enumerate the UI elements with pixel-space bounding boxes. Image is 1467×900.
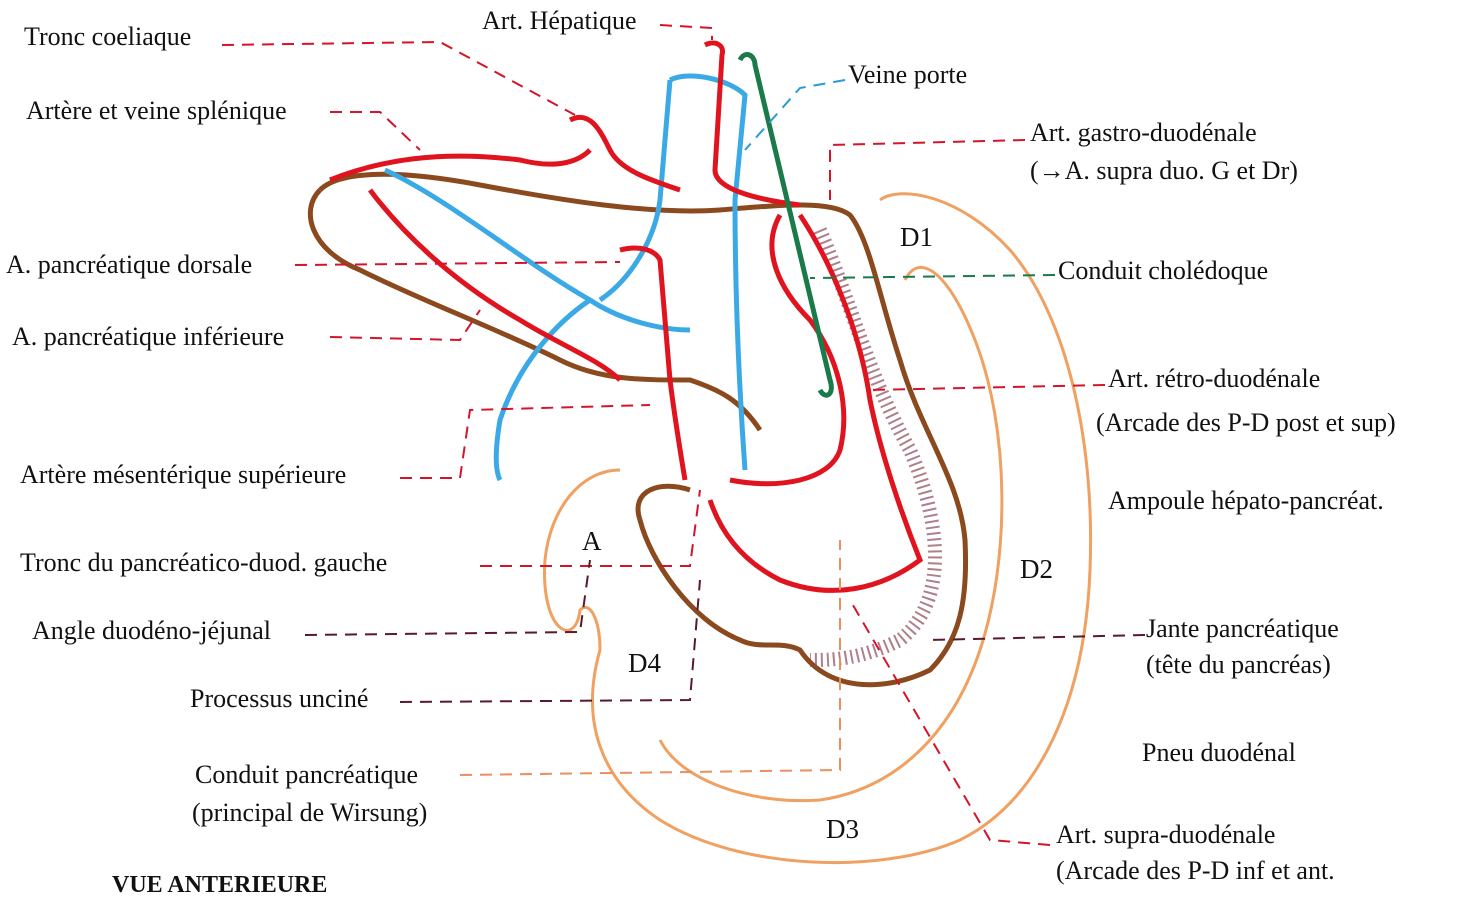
segment-d1: D1 bbox=[900, 222, 933, 253]
leader-art-hepatique bbox=[660, 25, 712, 40]
label-a-pancreatique-inferieure: A. pancréatique inférieure bbox=[12, 322, 284, 352]
hepatic-artery bbox=[705, 43, 800, 205]
label-art-supra-duodenale: Art. supra-duodénale bbox=[1056, 820, 1275, 850]
label-art-retro-duodenale-note: (Arcade des P-D post et sup) bbox=[1096, 408, 1396, 438]
leader-choledoque bbox=[810, 275, 1055, 278]
label-a-pancreatique-dorsale: A. pancréatique dorsale bbox=[6, 250, 252, 280]
label-conduit-pancreatique: Conduit pancréatique bbox=[195, 760, 418, 790]
label-processus-uncine: Processus unciné bbox=[190, 684, 368, 714]
leader-mesenterique bbox=[400, 405, 650, 478]
segment-a: A bbox=[582, 526, 602, 557]
duodenum-outline bbox=[545, 194, 1091, 863]
pancreas-lower bbox=[310, 190, 760, 430]
leader-jante bbox=[930, 635, 1145, 640]
label-tronc-coeliaque: Tronc coeliaque bbox=[24, 22, 191, 52]
segment-d4: D4 bbox=[628, 648, 661, 679]
label-art-retro-duodenale: Art. rétro-duodénale bbox=[1108, 364, 1320, 394]
label-jante-pancreatique-note: (tête du pancréas) bbox=[1146, 650, 1331, 680]
segment-d3: D3 bbox=[826, 814, 859, 845]
leader-artere-splenique bbox=[330, 112, 420, 150]
gastroduodenal-artery bbox=[730, 215, 844, 484]
label-ampoule: Ampoule hépato-pancréat. bbox=[1108, 486, 1384, 516]
leader-retro-duodenale bbox=[870, 385, 1105, 390]
portal-vein bbox=[670, 76, 745, 470]
segment-d2: D2 bbox=[1020, 554, 1053, 585]
sma-artery bbox=[620, 248, 685, 480]
label-artere-veine-splenique: Artère et veine splénique bbox=[26, 96, 287, 126]
leader-supra-duodenale bbox=[850, 600, 1050, 845]
label-tronc-pancreatico-duod: Tronc du pancréatico-duod. gauche bbox=[20, 548, 387, 578]
label-art-gastro-duodenale-note: (→A. supra duo. G et Dr) bbox=[1030, 156, 1298, 186]
label-conduit-pancreatique-note: (principal de Wirsung) bbox=[192, 798, 427, 828]
label-art-supra-duodenale-note: (Arcade des P-D inf et ant. bbox=[1056, 856, 1335, 886]
label-pneu-duodenal: Pneu duodénal bbox=[1142, 738, 1296, 768]
label-veine-porte: Veine porte bbox=[848, 60, 967, 90]
smv-vein bbox=[496, 300, 590, 480]
label-conduit-choledoque: Conduit cholédoque bbox=[1058, 256, 1268, 286]
leader-processus bbox=[400, 580, 700, 702]
label-angle-duodeno-jejunal: Angle duodéno-jéjunal bbox=[32, 616, 271, 646]
label-footer: VUE ANTERIEURE bbox=[112, 870, 327, 900]
label-artere-mesenterique: Artère mésentérique supérieure bbox=[20, 460, 346, 490]
label-jante-pancreatique: Jante pancréatique bbox=[1146, 614, 1339, 644]
pancreatic-inf-artery bbox=[370, 190, 620, 380]
label-art-gastro-duodenale: Art. gastro-duodénale bbox=[1030, 118, 1257, 148]
leader-gastro-duodenale bbox=[830, 140, 1025, 200]
label-art-hepatique: Art. Hépatique bbox=[482, 6, 637, 36]
jante-hatch bbox=[810, 230, 935, 660]
duodenum-inner bbox=[660, 267, 1002, 800]
